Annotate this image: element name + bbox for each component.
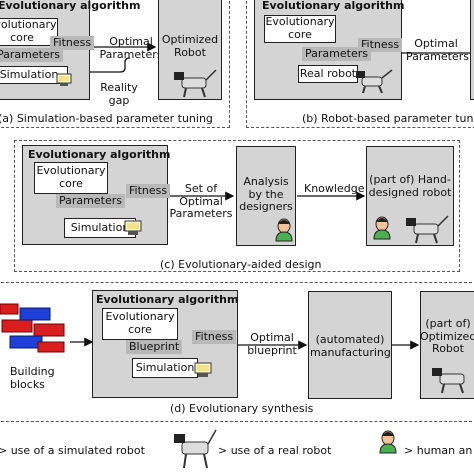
panel-a-simulation: Simulation	[0, 66, 68, 84]
panel-a-ea-title: Evolutionary algorithm	[0, 0, 141, 12]
panel-b-output-box	[470, 0, 474, 100]
panel-d-blueprint: Blueprint	[126, 340, 183, 354]
panel-c-arrow-label: Set of Optimal Parameters	[169, 182, 233, 221]
panel-d-blocks: Building blocks	[10, 365, 55, 391]
robot-dog-icon	[404, 214, 450, 248]
panel-b-real-robot: Real robot	[298, 65, 358, 83]
panel-c-knowledge: Knowledge	[304, 182, 365, 195]
panel-a-frame	[0, 0, 230, 128]
panel-c-core: Evolutionary core	[34, 162, 108, 194]
legend-simulated: > use of a simulated robot	[0, 444, 145, 457]
panel-c-ea-title: Evolutionary algorithm	[28, 148, 171, 161]
robot-dog-icon	[354, 68, 394, 98]
panel-d-caption: (d) Evolutionary synthesis	[170, 402, 314, 415]
panel-b-arrow-label: Optimal Parameters	[406, 37, 469, 63]
panel-d-output: (part of) Optimized Robot	[420, 317, 474, 356]
panel-a-fitness: Fitness	[50, 36, 95, 50]
computer-icon	[124, 220, 142, 240]
robot-dog-icon	[430, 364, 474, 398]
panel-c-output: (part of) Hand-designed robot	[368, 173, 452, 199]
legend-human: > human an	[404, 444, 473, 457]
human-icon	[378, 430, 398, 458]
panel-d-manufacturing-box	[308, 291, 392, 399]
panel-b-caption: (b) Robot-based parameter tuning	[302, 112, 474, 125]
panel-a-caption: (a) Simulation-based parameter tuning	[0, 112, 213, 125]
panel-a-parameters: Parameters	[0, 48, 63, 62]
panel-a-core: Evolutionary core	[0, 18, 58, 46]
robot-dog-icon	[172, 424, 218, 474]
panel-d-simulation: Simulation	[132, 358, 198, 378]
panel-d-manufacturing: (automated) manufacturing	[310, 333, 391, 359]
computer-icon	[56, 72, 72, 91]
panel-b-core: Evolutionary core	[264, 15, 336, 43]
panel-b-parameters: Parameters	[302, 47, 371, 61]
panel-a-reality-gap: Reality gap	[100, 81, 138, 107]
lego-blocks-icon	[0, 302, 70, 360]
panel-c-frame	[14, 140, 460, 272]
panel-a-output: Optimized Robot	[161, 33, 219, 59]
panel-d-fitness: Fitness	[192, 330, 237, 344]
panel-d-core: Evolutionary core	[102, 308, 178, 340]
panel-b-ea-title: Evolutionary algorithm	[262, 0, 405, 12]
panel-c-parameters: Parameters	[56, 194, 125, 208]
panel-c-caption: (c) Evolutionary-aided design	[160, 258, 322, 271]
panel-b-frame	[246, 0, 474, 128]
panel-d-frame	[0, 282, 474, 422]
panel-a-arrow-label: Optimal Parameters	[99, 35, 163, 61]
robot-dog-icon	[172, 68, 218, 102]
human-icon	[274, 218, 294, 246]
panel-d-arrow-label: Optimal blueprint	[247, 331, 297, 357]
human-icon	[372, 216, 392, 244]
panel-c-fitness: Fitness	[126, 184, 171, 198]
computer-icon	[194, 362, 212, 382]
legend-real: > use of a real robot	[218, 444, 332, 457]
panel-c-simulation: Simulation	[64, 218, 136, 238]
panel-d-ea-title: Evolutionary algorithm	[96, 293, 239, 306]
panel-c-analysis: Analysis by the designers	[239, 175, 293, 214]
